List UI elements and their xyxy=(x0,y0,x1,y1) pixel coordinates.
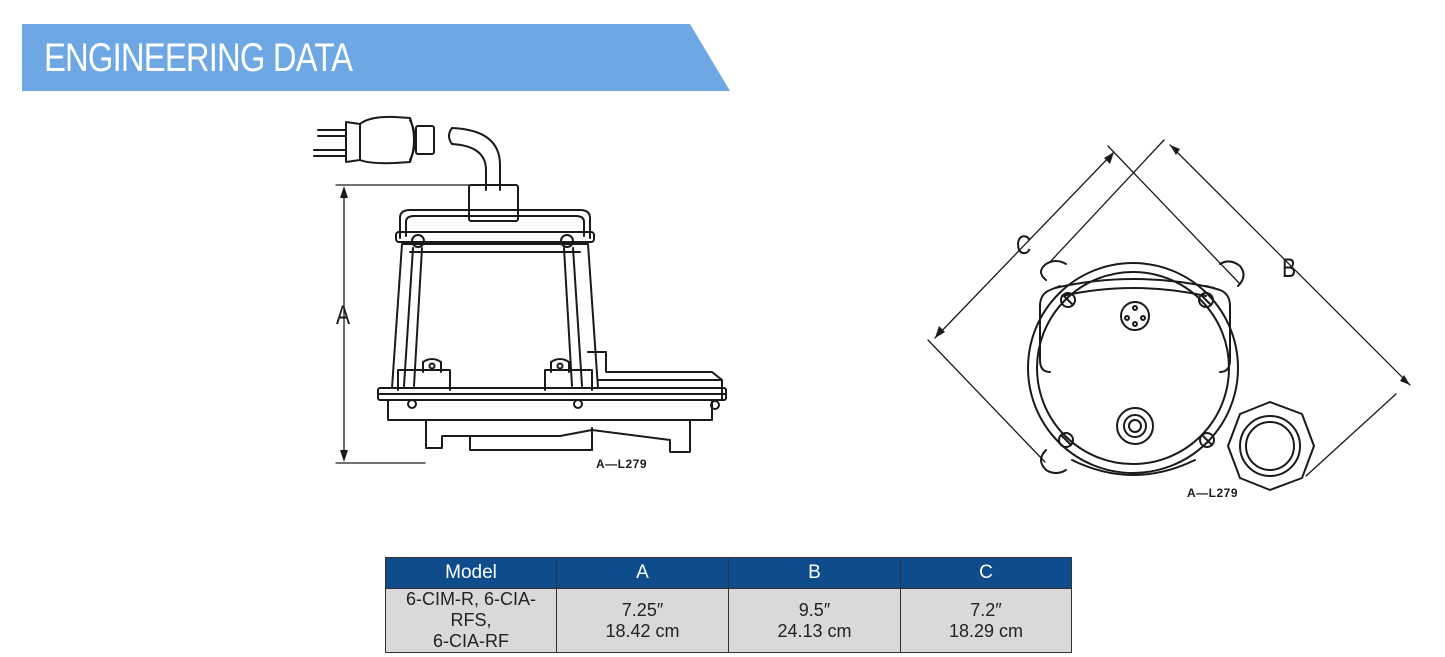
dimension-label-b: B xyxy=(1282,253,1297,283)
page-title: ENGINEERING DATA xyxy=(44,36,353,80)
cell-b-cm: 24.13 cm xyxy=(777,620,852,641)
cell-model-line-2: 6-CIA-RF xyxy=(433,631,509,651)
cell-model: 6-CIM-R, 6-CIA-RFS, 6-CIA-RF xyxy=(385,588,557,653)
cell-a-cm: 18.42 cm xyxy=(605,620,680,641)
cell-model-line-1: 6-CIM-R, 6-CIA-RFS, xyxy=(406,589,536,630)
cell-c-inches: 7.2″ xyxy=(970,599,1002,620)
column-header-a: A xyxy=(556,557,729,589)
figure-code-top: A—L279 xyxy=(1187,486,1239,500)
cell-a: 7.25″ 18.42 cm xyxy=(556,588,729,653)
dimensions-table: Model A B C 6-CIM-R, 6-CIA-RFS, 6-CIA-RF… xyxy=(385,557,1072,653)
dimension-label-a: A xyxy=(336,300,351,330)
pump-top-view xyxy=(927,139,1411,491)
column-header-c: C xyxy=(900,557,1072,589)
cell-c: 7.2″ 18.29 cm xyxy=(900,588,1072,653)
cell-a-inches: 7.25″ xyxy=(621,599,664,620)
power-plug-icon xyxy=(313,115,435,165)
column-header-model: Model xyxy=(385,557,557,589)
table-header-row: Model A B C xyxy=(385,557,1072,589)
pump-side-view xyxy=(313,115,727,464)
dimension-label-c: C xyxy=(1016,230,1032,260)
engineering-drawing xyxy=(313,115,1411,491)
header-banner: ENGINEERING DATA xyxy=(22,24,730,91)
cell-c-cm: 18.29 cm xyxy=(948,620,1024,641)
table-row: 6-CIM-R, 6-CIA-RFS, 6-CIA-RF 7.25″ 18.42… xyxy=(385,588,1072,653)
column-header-b: B xyxy=(728,557,901,589)
cell-b: 9.5″ 24.13 cm xyxy=(728,588,901,653)
figure-code-side: A—L279 xyxy=(596,457,648,471)
banner-shape xyxy=(22,24,730,91)
cell-b-inches: 9.5″ xyxy=(798,599,831,620)
